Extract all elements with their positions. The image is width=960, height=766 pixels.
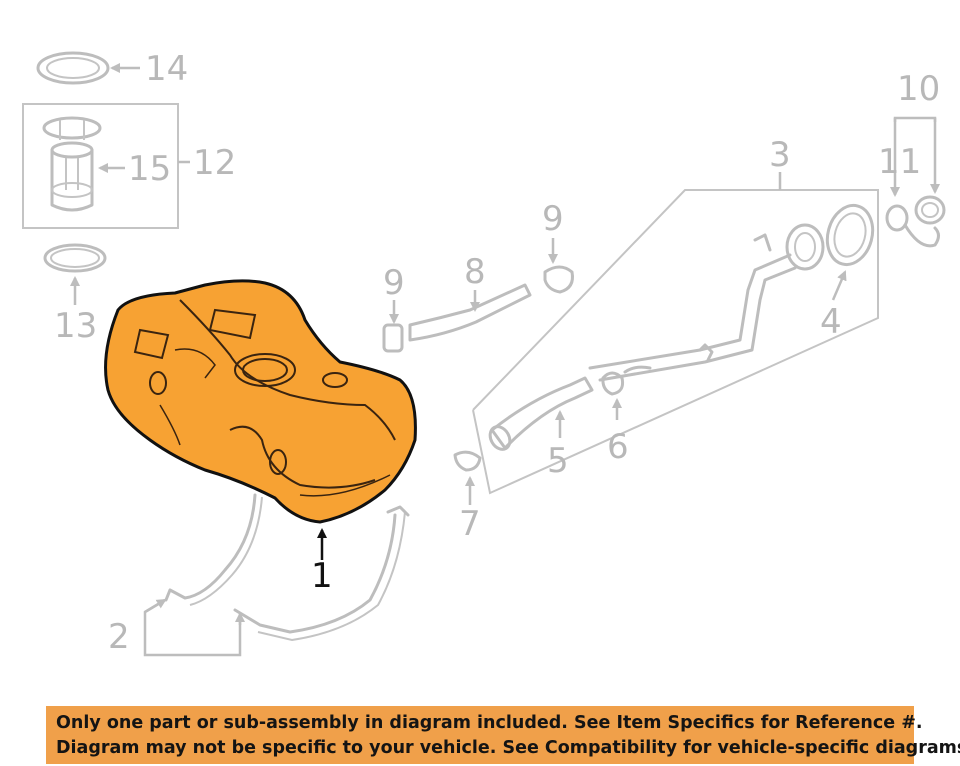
callout-4: 4 [820,302,842,342]
part-5-hose: 5 [488,376,594,481]
part-7-clip: 7 [453,450,482,544]
callout-3: 3 [769,135,791,175]
callout-9-left: 9 [383,263,405,303]
parts-diagram: 14 15 12 13 2 [22,49,946,657]
callout-11: 11 [878,142,921,182]
callout-6: 6 [607,427,629,467]
disclaimer-banner: Only one part or sub-assembly in diagram… [46,706,960,764]
part-12-fuel-pump-assembly: 15 12 [22,103,236,229]
callout-2: 2 [108,617,130,657]
disclaimer-line-1: Only one part or sub-assembly in diagram… [56,713,923,733]
part-13-seal: 13 [43,243,107,346]
callout-15: 15 [128,149,171,189]
part-9-clamp-left: 9 [382,263,405,353]
part-10-11-fuel-cap: 10 11 [878,69,946,248]
callout-10: 10 [897,69,940,109]
part-14-gasket: 14 [36,49,188,89]
part-9-clamp-right: 9 [542,199,574,294]
part-8-hose: 8 [408,252,532,342]
callout-14: 14 [145,49,188,89]
part-4-ring: 4 [820,203,875,342]
part-2-tank-straps: 2 [108,493,410,657]
callout-12: 12 [193,143,236,183]
callout-5: 5 [547,441,569,481]
callout-9-right: 9 [542,199,564,239]
callout-13: 13 [54,306,97,346]
part-6-clamp: 6 [601,371,629,467]
callout-1: 1 [311,556,333,596]
part-1-fuel-tank: 1 [104,279,417,596]
callout-8: 8 [464,252,486,292]
part-3-filler-pipe: 3 [472,135,879,495]
callout-7: 7 [459,504,481,544]
disclaimer-line-2: Diagram may not be specific to your vehi… [56,738,960,758]
